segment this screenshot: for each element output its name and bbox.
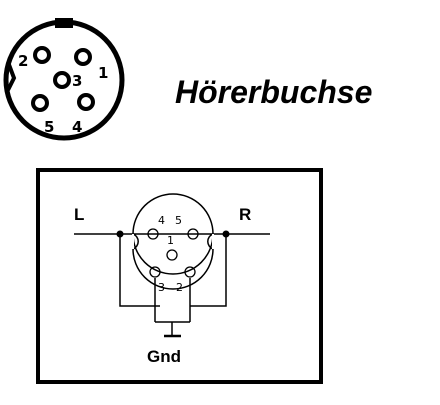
top-pin-2-label: 2 [18,52,28,70]
right-channel-label: R [239,205,251,224]
pin-1-hole [166,249,178,261]
pin-5-label: 5 [175,214,182,227]
pin-5-hole [187,228,199,240]
top-pin-1-hole [74,48,92,66]
pin-1-label: 1 [167,234,174,247]
left-ground-wire [119,234,160,307]
top-pin-3-label: 3 [72,72,82,90]
top-pin-2-hole [33,46,51,64]
top-pin-1-label: 1 [98,64,108,82]
pin-4-hole [147,228,159,240]
socket-outline [132,193,214,290]
top-connector: 1 2 3 4 5 [3,18,125,141]
top-pin-4-hole [77,93,95,111]
top-pin-3-hole [53,71,71,89]
schematic-box: 1 2 3 4 5 L R Gnd [36,168,323,384]
pin-3-hole [149,266,161,278]
top-connector-key [55,18,73,28]
ground-label: Gnd [147,347,181,366]
top-connector-tab [6,61,17,91]
pin-4-label: 4 [158,214,165,227]
top-pin-5-label: 5 [44,118,54,136]
schematic-frame [36,168,323,384]
connector-title: Hörerbuchse [175,74,372,110]
pin-2-hole [184,266,196,278]
left-channel-label: L [74,205,84,224]
pin-3-label: 3 [158,281,165,294]
top-pin-5-hole [31,94,49,112]
top-pin-4-label: 4 [72,118,82,136]
pin-2-label: 2 [176,281,183,294]
right-ground-wire [190,234,227,307]
